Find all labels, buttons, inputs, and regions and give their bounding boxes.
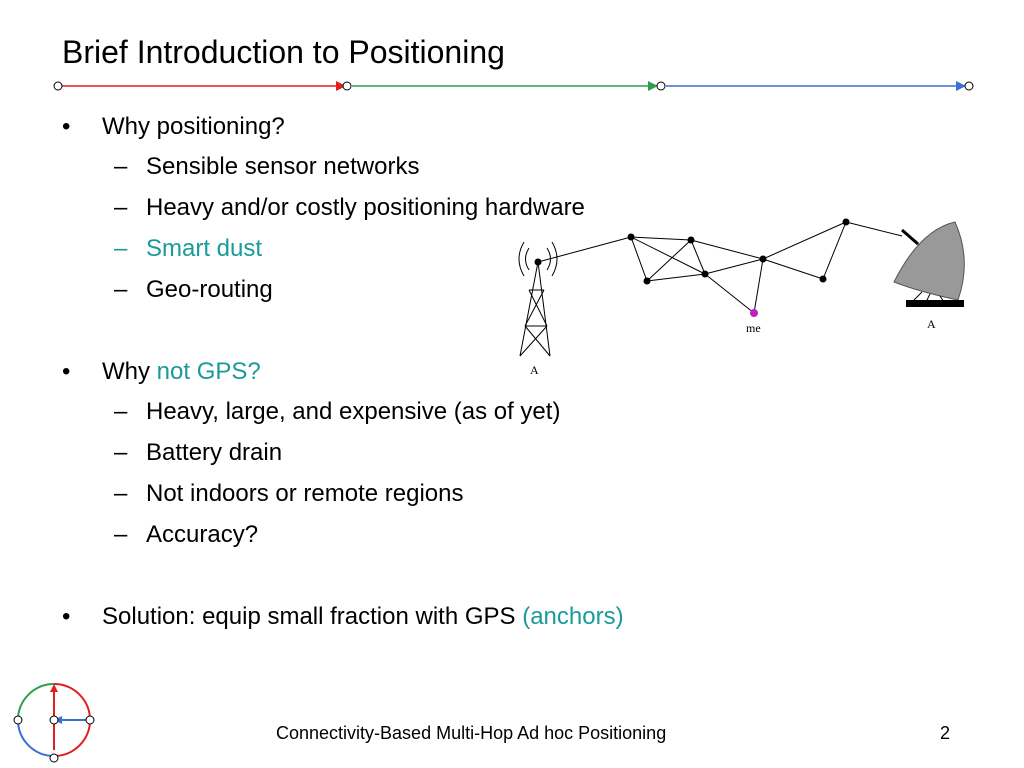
bullet-accent-text: (anchors) [522,603,624,630]
bullet-text: Why positioning? [102,113,285,140]
sub-bullet-text: Battery drain [146,439,283,466]
radio-tower-icon [518,241,558,357]
sub-bullet-text: Heavy, large, and expensive (as of yet) [146,398,561,425]
sub-bullet-text: Geo-routing [146,276,273,303]
sub-bullet-text: Not indoors or remote regions [146,480,464,507]
footer-title: Connectivity-Based Multi-Hop Ad hoc Posi… [276,723,667,743]
bullet-accent-text: not GPS? [156,358,261,385]
satellite-dish-icon [893,221,965,307]
sub-bullet-text: Heavy and/or costly positioning hardware [146,194,585,221]
logo-icon [13,683,95,763]
sub-bullet-text: Sensible sensor networks [146,153,420,180]
sub-bullet-text: Smart dust [146,235,263,262]
network-diagram: A me A [518,218,965,377]
dish-anchor-label: A [927,317,936,331]
network-nodes [534,218,850,285]
tower-anchor-label: A [530,363,539,377]
page-number: 2 [940,723,951,743]
me-label: me [746,321,761,335]
bullet-text: Solution: equip small fraction with GPS [102,603,523,630]
title-underline-arrows [53,81,974,91]
network-edges [537,221,903,314]
me-node [750,309,758,317]
sub-bullet-text: Accuracy? [146,521,259,548]
slide-title: Brief Introduction to Positioning [62,34,505,70]
bullet-text: Why [102,358,157,385]
